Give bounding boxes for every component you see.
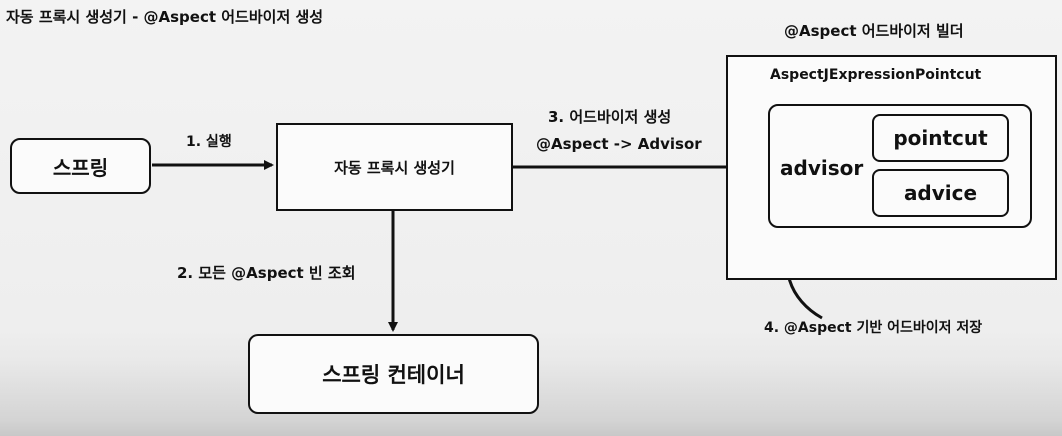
pointcut-label: pointcut xyxy=(893,126,988,150)
diagram-title: 자동 프록시 생성기 - @Aspect 어드바이저 생성 xyxy=(6,8,324,26)
pointcut-class-label: AspectJExpressionPointcut xyxy=(770,67,982,83)
advice-node: advice xyxy=(872,169,1009,217)
container-node: 스프링 컨테이너 xyxy=(248,334,539,414)
proxy-creator-label: 자동 프록시 생성기 xyxy=(334,158,455,177)
advice-label: advice xyxy=(903,181,978,205)
step3-label-line2: @Aspect -> Advisor xyxy=(536,135,702,153)
pointcut-node: pointcut xyxy=(872,114,1009,162)
step2-label: 2. 모든 @Aspect 빈 조회 xyxy=(177,264,356,282)
step3-label-line1: 3. 어드바이저 생성 xyxy=(548,108,672,126)
spring-node-label: 스프링 xyxy=(52,155,109,180)
step4-label: 4. @Aspect 기반 어드바이저 저장 xyxy=(764,320,983,336)
proxy-creator-node: 자동 프록시 생성기 xyxy=(276,123,513,211)
container-label: 스프링 컨테이너 xyxy=(322,363,465,387)
builder-title: @Aspect 어드바이저 빌더 xyxy=(784,22,964,40)
step1-label: 1. 실행 xyxy=(186,134,232,150)
advisor-label: advisor xyxy=(780,156,864,180)
spring-node: 스프링 xyxy=(10,138,151,194)
